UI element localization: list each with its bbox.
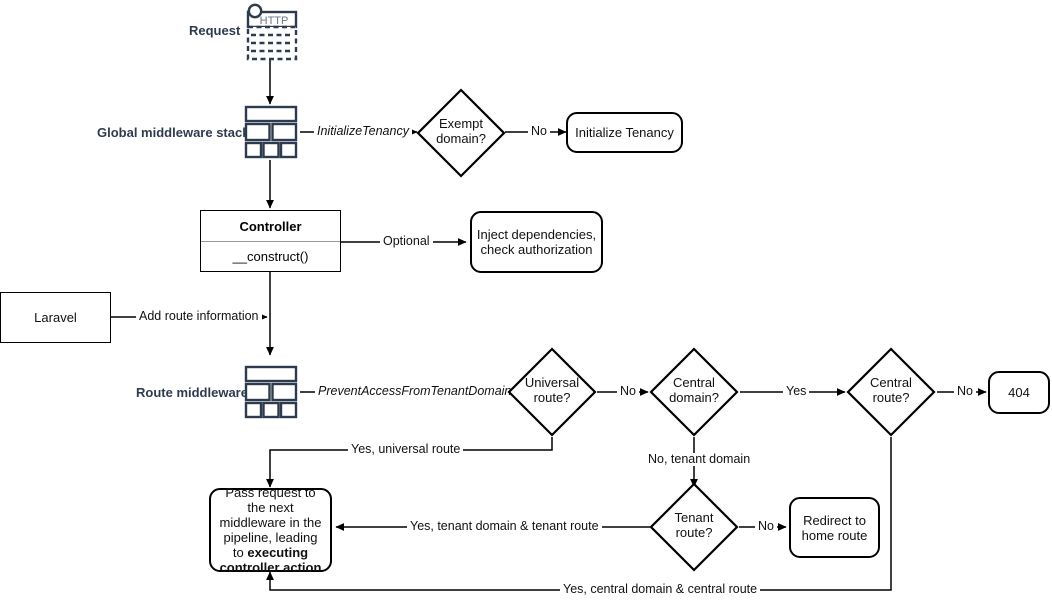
edge-label-prevent-access: PreventAccessFromTenantDomains xyxy=(315,385,521,398)
route-middleware-stack-icon xyxy=(244,365,298,419)
decision-tenant-route-line1: Tenant xyxy=(674,510,714,525)
edge-label-initialize-tenancy: InitializeTenancy xyxy=(314,125,412,138)
decision-central-route-line1: Central xyxy=(870,375,912,390)
decision-tenant-route-line2: route? xyxy=(675,525,713,540)
decision-exempt-domain-line2: domain? xyxy=(436,131,486,146)
node-inject-dependencies[interactable]: Inject dependencies, check authorization xyxy=(470,211,603,273)
node-initialize-tenancy-label: Initialize Tenancy xyxy=(575,125,674,140)
node-redirect-home-route-line1: Redirect to xyxy=(803,512,866,528)
edge-label-central-route-no: No xyxy=(954,385,976,398)
edge-label-central-domain-yes: Yes xyxy=(783,385,810,398)
decision-central-domain-line2: domain? xyxy=(669,390,719,405)
node-laravel[interactable]: Laravel xyxy=(0,292,111,343)
decision-central-domain[interactable]: Central domain? xyxy=(649,347,739,437)
node-redirect-home-route-line2: home route xyxy=(801,527,868,543)
node-redirect-home-route[interactable]: Redirect to home route xyxy=(789,497,880,558)
edge-label-yes-central-domain-central-route: Yes, central domain & central route xyxy=(560,583,761,596)
node-inject-dependencies-line1: Inject dependencies, xyxy=(476,227,597,242)
svg-text:HTTP: HTTP xyxy=(260,15,289,27)
node-controller[interactable]: Controller __construct() xyxy=(200,210,341,272)
edge-label-yes-tenant-domain-tenant-route: Yes, tenant domain & tenant route xyxy=(407,520,602,533)
node-inject-dependencies-line2: check authorization xyxy=(480,242,593,257)
node-initialize-tenancy[interactable]: Initialize Tenancy xyxy=(566,112,683,153)
decision-central-route-line2: route? xyxy=(872,390,910,405)
global-middleware-stack-label: Global middleware stack xyxy=(97,125,250,140)
node-laravel-label: Laravel xyxy=(34,310,77,325)
edge-label-yes-universal-route: Yes, universal route xyxy=(348,443,464,456)
decision-central-route[interactable]: Central route? xyxy=(846,347,936,437)
decision-tenant-route[interactable]: Tenant route? xyxy=(649,482,739,572)
edge-label-no-tenant-domain: No, tenant domain xyxy=(645,453,754,466)
edge-label-tenant-route-no: No xyxy=(755,520,777,533)
decision-exempt-domain[interactable]: Exempt domain? xyxy=(416,88,506,178)
decision-exempt-domain-line1: Exempt xyxy=(438,116,484,131)
decision-universal-route-line1: Universal xyxy=(524,375,580,390)
node-pass-request-part1: Pass request to the next middleware in t… xyxy=(219,485,322,560)
node-pass-request[interactable]: Pass request to the next middleware in t… xyxy=(209,485,332,575)
node-controller-method: __construct() xyxy=(232,248,309,264)
middleware-stack-icon xyxy=(244,105,298,159)
http-request-icon: HTTP xyxy=(245,3,299,61)
edge-label-universal-no: No xyxy=(617,385,639,398)
request-label: Request xyxy=(189,23,241,38)
edge-label-optional: Optional xyxy=(380,235,433,248)
node-404[interactable]: 404 xyxy=(988,371,1050,414)
edge-label-add-route-information: Add route information xyxy=(136,310,262,323)
decision-universal-route[interactable]: Universal route? xyxy=(507,347,597,437)
route-middleware-label: Route middleware xyxy=(136,385,248,400)
node-controller-title: Controller xyxy=(201,211,340,242)
node-404-label: 404 xyxy=(1008,385,1030,400)
node-pass-request-part2: executing controller action xyxy=(219,545,322,575)
decision-central-domain-line1: Central xyxy=(673,375,715,390)
edge-label-exempt-no: No xyxy=(528,125,550,138)
decision-universal-route-line2: route? xyxy=(533,390,571,405)
